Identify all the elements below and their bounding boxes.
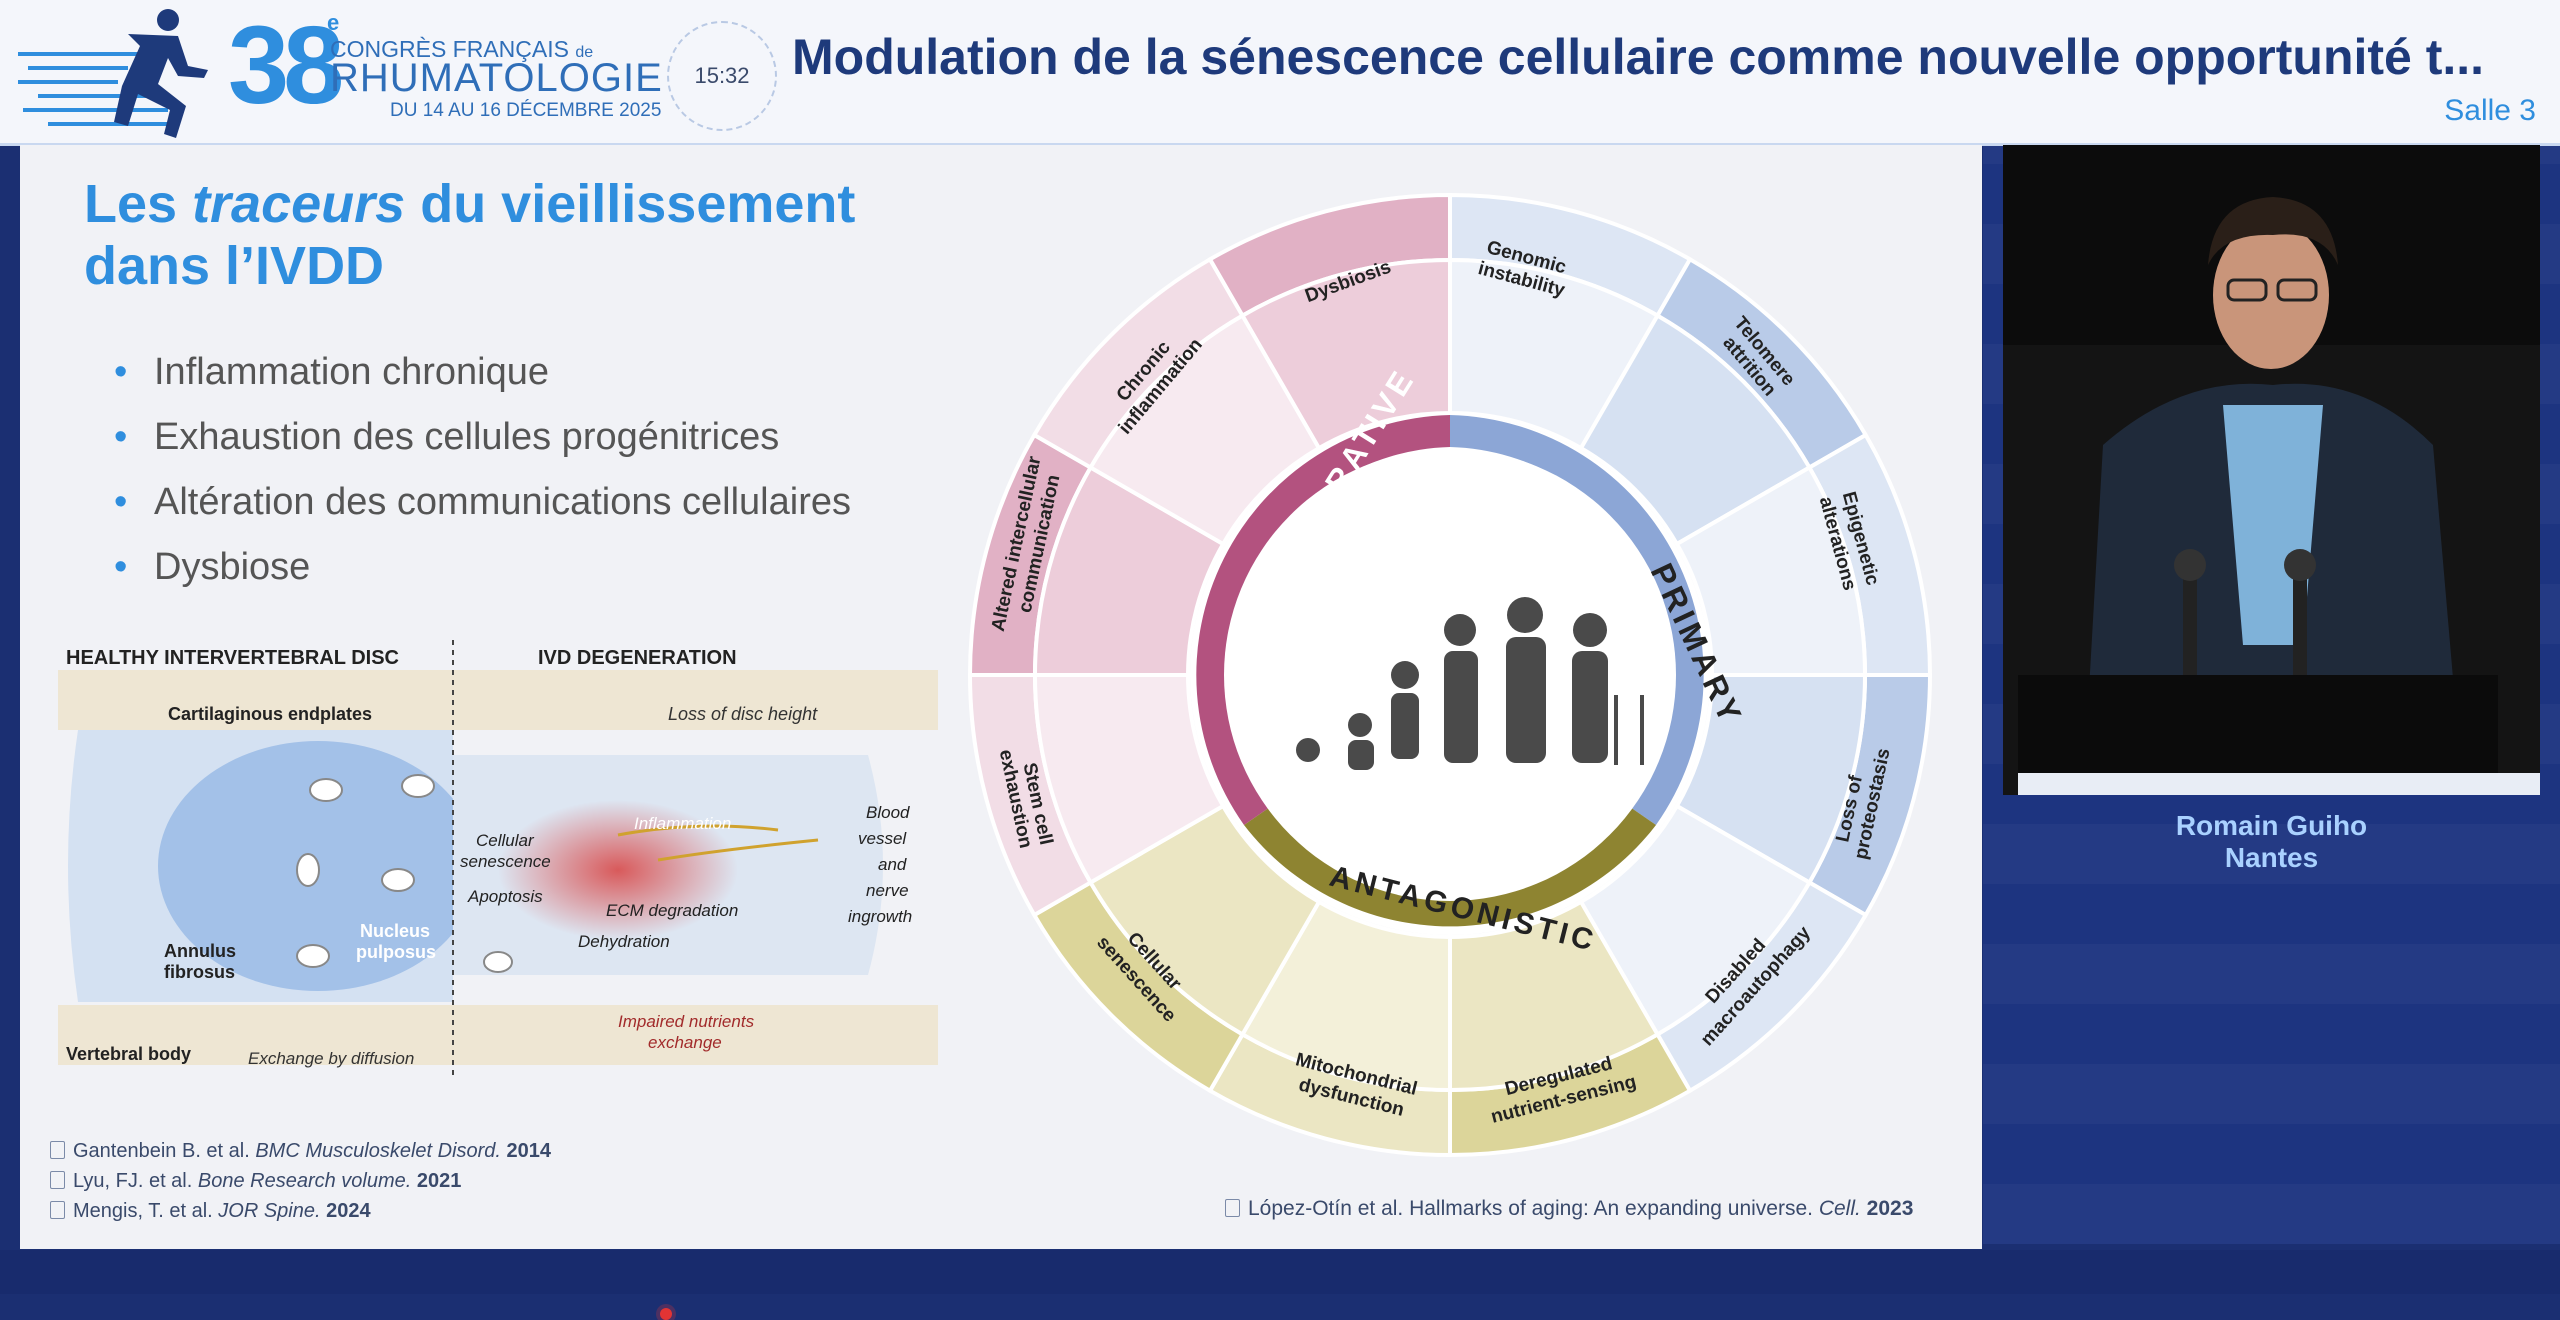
dehydration-label: Dehydration (578, 932, 670, 951)
room-label: Salle 3 (2444, 94, 2536, 127)
speaker-caption: Romain Guiho Nantes (2003, 810, 2540, 874)
edition-suffix: e (327, 10, 340, 35)
logo-congress-line: CONGRÈS FRANÇAIS de (330, 36, 594, 62)
annulus-label-1: Annulus (164, 941, 236, 961)
logo-dates: DU 14 AU 16 DÉCEMBRE 2025 (390, 100, 662, 121)
reference-item: Lyu, FJ. et al. Bone Research volume. 20… (50, 1170, 551, 1200)
runner-logo-icon (18, 9, 208, 138)
cellular-label: Cellular (476, 831, 535, 850)
bottom-band (0, 1250, 2560, 1294)
edition-number: 38 (228, 4, 344, 127)
speaker-name: Romain Guiho (2175, 810, 2368, 841)
illustration-ring (1032, 257, 1868, 1093)
senescence-label: senescence (460, 852, 551, 871)
loss-height-label: Loss of disc height (668, 704, 818, 724)
annulus-label-2: fibrosus (164, 962, 235, 982)
references-left: Gantenbein B. et al. BMC Musculoskelet D… (50, 1140, 551, 1230)
bullet-list: Inflammation chronique Exhaustion des ce… (94, 351, 851, 611)
conference-header: 38 e CONGRÈS FRANÇAIS de RHUMATOLOGIE DU… (0, 0, 2560, 146)
outer-ring (967, 192, 1933, 1158)
nucleus-label-1: Nucleus (360, 921, 430, 941)
session-title: Modulation de la sénescence cellulaire c… (792, 29, 2485, 85)
blood-label-4: nerve (866, 881, 909, 900)
ecm-label: ECM degradation (606, 901, 738, 920)
dysbiosis-sector-inner (1239, 257, 1452, 451)
session-clock: 15:32 (667, 21, 777, 131)
document-icon (50, 1201, 65, 1219)
document-icon (1225, 1199, 1240, 1217)
presenter-video (2003, 145, 2540, 795)
blood-label-3: and (878, 855, 907, 874)
hallmarks-of-aging-wheel: INTEGRATIVE PRIMARY ANTAGONISTIC Dysbios… (967, 192, 1933, 1158)
healthy-disc-title: HEALTHY INTERVERTEBRAL DISC (66, 647, 399, 669)
presentation-slide: Les traceurs du vieillissement dans l’IV… (20, 145, 1982, 1320)
speaker-city: Nantes (2224, 842, 2319, 873)
bullet-item: Inflammation chronique (94, 351, 851, 416)
impaired-label-2: exchange (648, 1033, 722, 1052)
document-icon (50, 1171, 65, 1189)
cartilaginous-label: Cartilaginous endplates (168, 704, 372, 724)
impaired-label-1: Impaired nutrients (618, 1012, 755, 1031)
apoptosis-label: Apoptosis (467, 887, 543, 906)
diffusion-label: Exchange by diffusion (248, 1049, 414, 1068)
blood-label-2: vessel (858, 829, 907, 848)
slide-title: Les traceurs du vieillissement dans l’IV… (84, 174, 856, 296)
aging-figures-icon (1296, 597, 1644, 770)
antagonistic-arc (1244, 807, 1656, 927)
inflammation-label: Inflammation (634, 814, 731, 833)
intervertebral-disc-diagram: HEALTHY INTERVERTEBRAL DISC IVD DEGENERA… (58, 640, 938, 1080)
bullet-item: Exhaustion des cellules progénitrices (94, 416, 851, 481)
vertebral-label: Vertebral body (66, 1044, 191, 1064)
blood-label-1: Blood (866, 803, 910, 822)
degeneration-title: IVD DEGENERATION (538, 647, 737, 669)
reference-item: Mengis, T. et al. JOR Spine. 2024 (50, 1200, 551, 1230)
bullet-item: Altération des communications cellulaire… (94, 481, 851, 546)
integrative-arc (1196, 415, 1450, 825)
blood-label-5: ingrowth (848, 907, 912, 926)
laser-pointer (660, 1308, 672, 1320)
reference-right: López-Otín et al. Hallmarks of aging: An… (1225, 1197, 1913, 1221)
nucleus-label-2: pulposus (356, 942, 436, 962)
reference-item: Gantenbein B. et al. BMC Musculoskelet D… (50, 1140, 551, 1170)
document-icon (50, 1141, 65, 1159)
bullet-item: Dysbiose (94, 546, 851, 611)
logo-rhumatologie: RHUMATOLOGIE (330, 56, 663, 100)
primary-arc (1450, 415, 1704, 825)
